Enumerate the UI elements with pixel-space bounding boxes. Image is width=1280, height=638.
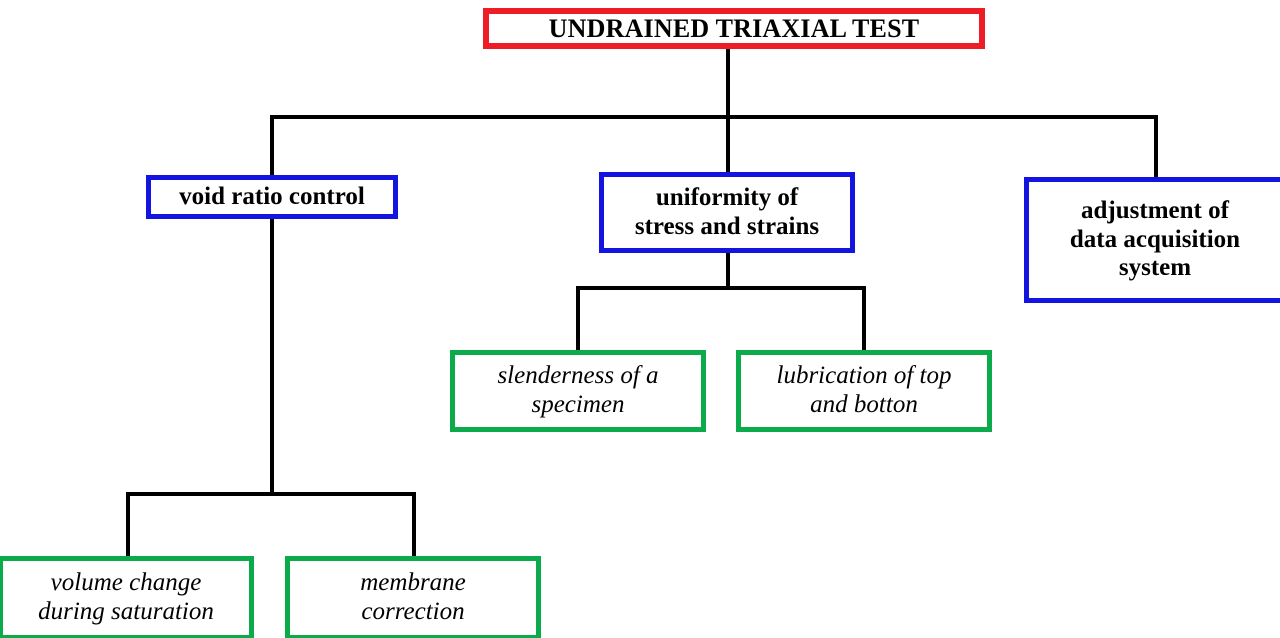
node-slenderness-of-a-specimen[interactable]: slenderness of a specimen — [450, 350, 706, 432]
connector-to-adjustment — [1154, 115, 1158, 178]
connector-to-membrane-correction — [412, 492, 416, 558]
connector-void-ratio-stem — [270, 219, 274, 496]
node-void-ratio-control[interactable]: void ratio control — [146, 175, 398, 219]
connector-level1-bus — [270, 115, 1158, 119]
node-root-undrained-triaxial-test[interactable]: UNDRAINED TRIAXIAL TEST — [483, 8, 985, 49]
node-void-ratio-control-label: void ratio control — [179, 182, 365, 210]
node-slenderness-label: slenderness of a specimen — [497, 362, 659, 418]
connector-void-ratio-bus — [126, 492, 416, 496]
node-volume-change-label: volume change during saturation — [38, 569, 214, 625]
connector-uniformity-stem — [726, 253, 730, 289]
connector-to-lubrication — [862, 286, 866, 352]
node-uniformity-label: uniformity of stress and strains — [634, 183, 820, 240]
node-lubrication-of-top-and-botton[interactable]: lubrication of top and botton — [736, 350, 992, 432]
node-root-label: UNDRAINED TRIAXIAL TEST — [548, 13, 920, 43]
node-membrane-correction[interactable]: membrane correction — [285, 556, 541, 638]
node-lubrication-label: lubrication of top and botton — [776, 362, 952, 418]
connector-to-volume-change — [126, 492, 130, 558]
connector-to-uniformity — [726, 115, 730, 173]
connector-to-void-ratio-control — [270, 115, 274, 177]
connector-to-slenderness — [576, 286, 580, 352]
node-uniformity-of-stress-and-strains[interactable]: uniformity of stress and strains — [599, 172, 855, 253]
node-adjustment-of-data-acquisition-system[interactable]: adjustment of data acquisition system — [1024, 177, 1280, 303]
node-volume-change-during-saturation[interactable]: volume change during saturation — [0, 556, 254, 638]
connector-root-stem — [726, 48, 730, 119]
node-membrane-correction-label: membrane correction — [360, 569, 466, 625]
connector-uniformity-bus — [576, 286, 866, 290]
node-adjustment-label: adjustment of data acquisition system — [1069, 196, 1241, 282]
